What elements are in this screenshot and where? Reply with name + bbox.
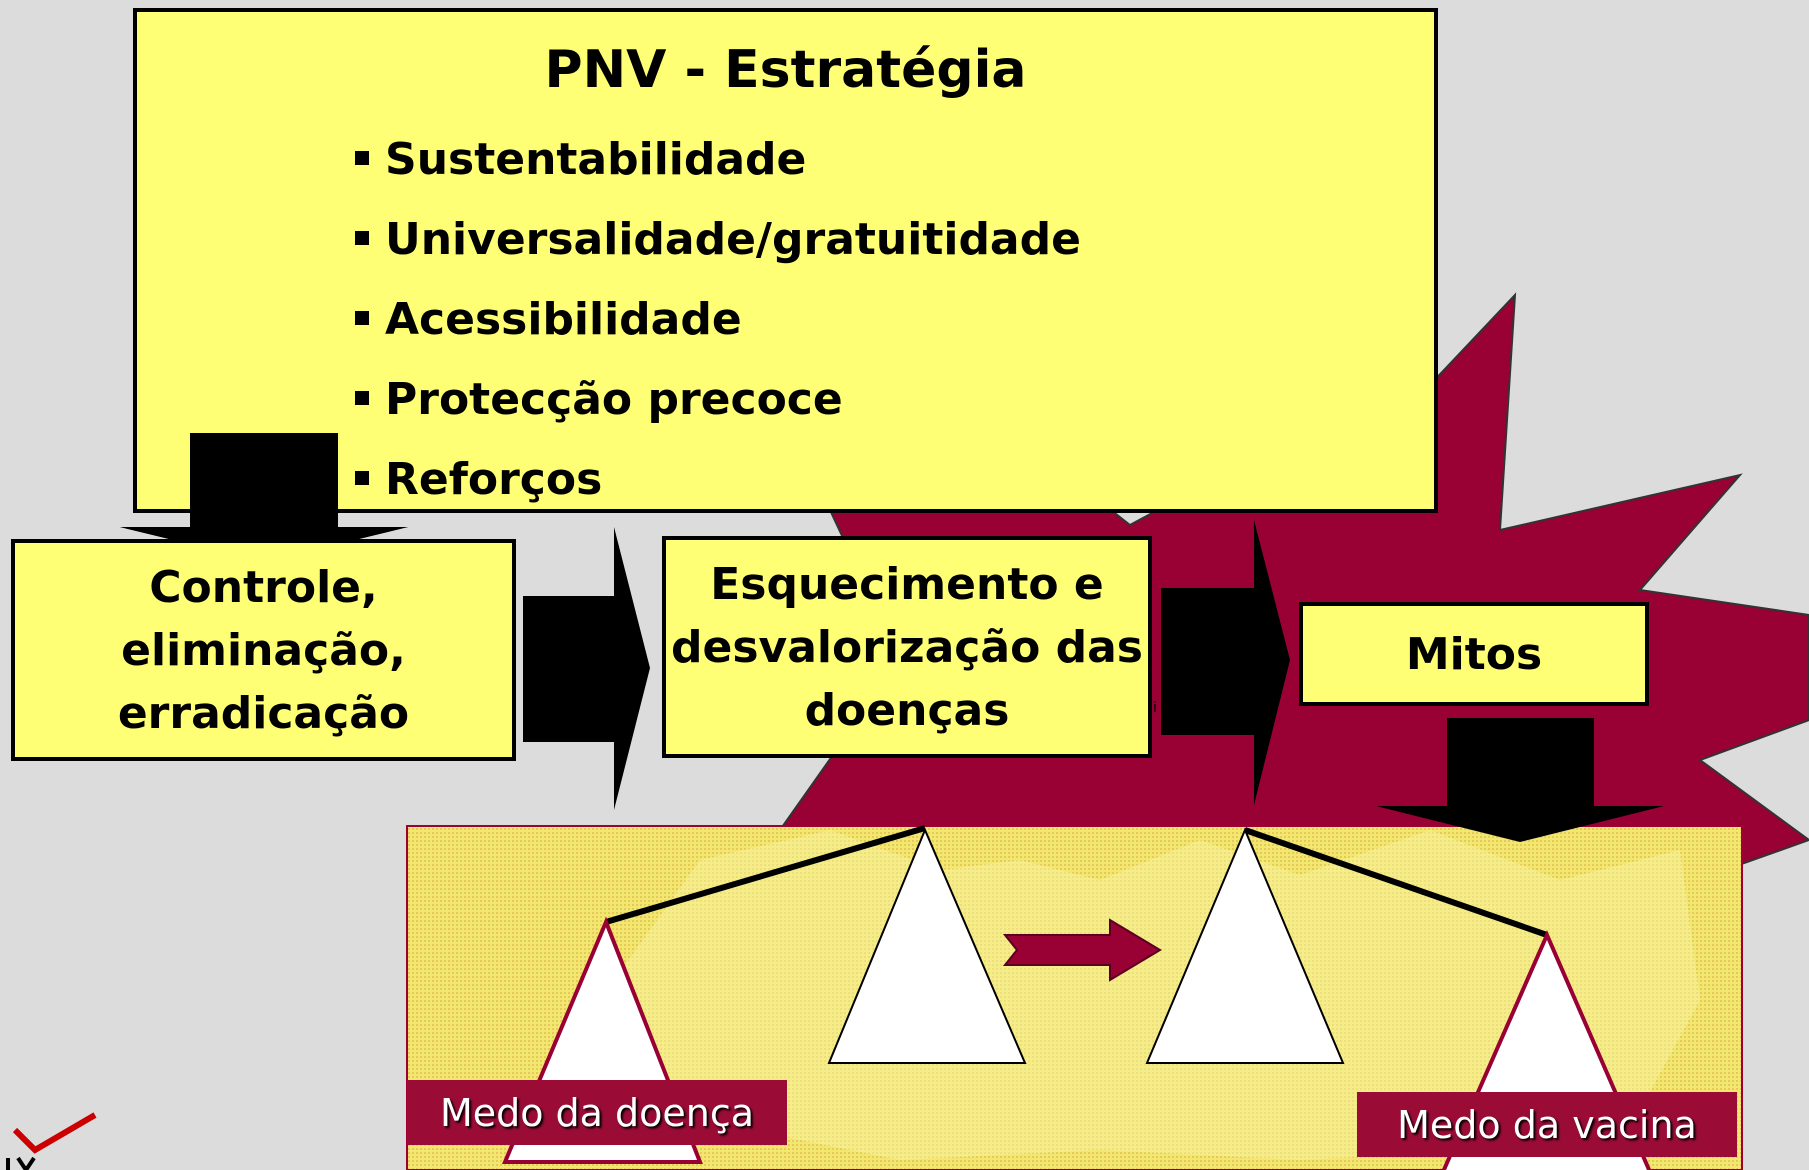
flow-box-forgetting: Esquecimento e desvalorização das doença…	[662, 536, 1152, 758]
square-bullet-icon	[355, 311, 369, 325]
strategy-item: Acessibilidade	[355, 284, 1081, 364]
flow-box-control: Controle, eliminação, erradicação	[11, 539, 516, 761]
strategy-title: PNV - Estratégia	[544, 40, 1027, 100]
beam-right	[1244, 827, 1548, 938]
arrow-2-to-3	[1161, 520, 1290, 805]
strategy-item: Universalidade/gratuitidade	[355, 204, 1081, 284]
square-bullet-icon	[355, 151, 369, 165]
small-mark: i	[1153, 700, 1157, 716]
strategy-item: Reforços	[355, 444, 1081, 524]
flow-box-myths: Mitos	[1299, 602, 1649, 706]
flow-box-control-line: eliminação,	[121, 624, 406, 676]
label-fear-vaccine: Medo da vacina	[1357, 1092, 1737, 1157]
down-arrow-right	[1376, 718, 1664, 842]
beam-left	[605, 825, 926, 925]
logo-check-icon	[12, 1112, 97, 1154]
strategy-item: Protecção precoce	[355, 364, 1081, 444]
strategy-item: Sustentabilidade	[355, 124, 1081, 204]
panel-burst	[600, 830, 1700, 1160]
arrow-1-to-2	[523, 527, 650, 810]
flow-box-myths-label: Mitos	[1405, 628, 1543, 680]
pivot-triangle-right	[1145, 827, 1345, 1064]
flow-box-forgetting-line: Esquecimento e	[710, 558, 1104, 610]
flow-box-control-line: Controle,	[149, 561, 378, 613]
square-bullet-icon	[355, 391, 369, 405]
flow-box-forgetting-line: doenças	[804, 684, 1010, 736]
label-fear-disease: Medo da doença	[407, 1080, 787, 1145]
square-bullet-icon	[355, 231, 369, 245]
flow-box-control-line: erradicação	[117, 687, 410, 739]
shift-arrow	[1002, 918, 1162, 982]
strategy-box: PNV - Estratégia Sustentabilidade Univer…	[133, 8, 1438, 513]
strategy-list: Sustentabilidade Universalidade/gratuiti…	[355, 124, 1081, 524]
pivot-triangle-left	[827, 827, 1027, 1064]
logo-letters-icon	[6, 1156, 36, 1170]
square-bullet-icon	[355, 471, 369, 485]
flow-box-forgetting-line: desvalorização das	[671, 621, 1143, 673]
